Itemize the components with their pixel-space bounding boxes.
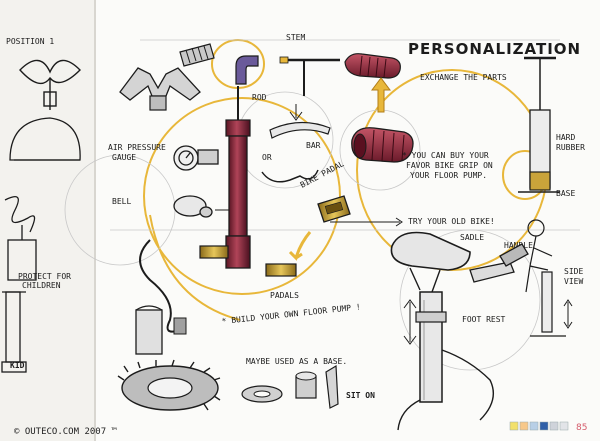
left-handle-sketch <box>19 59 81 110</box>
label-buy2: FAVOR BIKE GRIP ON <box>406 161 493 170</box>
swatch-3 <box>529 421 539 431</box>
label-build-pump: * BUILD YOUR OWN FLOOR PUMP ! <box>221 302 361 326</box>
saddle-part <box>390 231 471 293</box>
label-maybe-base: MAYBE USED AS A BASE. <box>246 357 347 366</box>
label-protect2: CHILDREN <box>22 281 61 290</box>
label-kid: KID <box>10 361 25 370</box>
floor-pump <box>215 119 251 269</box>
footer-copyright: © OUTECO.COM 2007 ™ <box>14 427 117 437</box>
bar-part-1 <box>269 121 331 139</box>
label-gauge: GAUGE <box>112 153 136 162</box>
rider-sketch <box>525 219 566 337</box>
label-position1: POSITION 1 <box>6 37 54 46</box>
arrow-down-icon <box>289 104 303 121</box>
label-foot-rest: FOOT REST <box>462 315 506 324</box>
swatch-6 <box>559 421 569 431</box>
swatch-1 <box>509 421 519 431</box>
arrow-vertical-icon <box>403 299 417 345</box>
left-pump-sketch <box>1 291 27 373</box>
arrow-vertical-small-icon <box>563 299 573 329</box>
left-spring-sketch <box>4 196 37 281</box>
label-protect1: PROTECT FOR <box>18 272 71 281</box>
color-swatches <box>509 421 569 431</box>
arrow-right-icon <box>395 217 403 227</box>
label-padals: PADALS <box>270 291 299 300</box>
highlight-circle-right <box>356 69 548 271</box>
cylinder-part <box>135 305 163 355</box>
grip-part-top <box>344 53 401 79</box>
swatch-5 <box>549 421 559 431</box>
bike-frame-post <box>397 291 494 431</box>
spool-part <box>295 371 317 399</box>
hose-nozzle <box>173 317 187 335</box>
stem-elbow-part <box>235 55 259 85</box>
bar-part-2 <box>261 169 319 183</box>
washer-hole <box>253 390 271 398</box>
label-bell: BELL <box>112 197 131 206</box>
grip-part-large <box>351 127 414 163</box>
pedal-gold-main <box>317 195 351 223</box>
highlight-circle-main <box>143 97 341 295</box>
label-saddle: SADLE <box>460 233 484 242</box>
left-page <box>0 0 95 441</box>
handlebar-part <box>469 243 529 283</box>
label-try-old-bike: TRY YOUR OLD BIKE! <box>408 217 495 226</box>
arrow-down-orange-icon <box>288 231 312 261</box>
label-side-view1: SIDE <box>564 267 583 276</box>
label-hard-rubber1: HARD <box>556 133 575 142</box>
page-title: PERSONALIZATION <box>408 40 581 58</box>
side-pump-part <box>518 56 560 193</box>
bolt-part <box>179 43 215 67</box>
gauge-part <box>173 145 219 171</box>
label-bar: BAR <box>306 141 321 150</box>
page-number: 85 <box>576 423 587 433</box>
hose-part <box>139 239 181 333</box>
label-side-view2: VIEW <box>564 277 583 286</box>
stem-t-part <box>279 56 340 96</box>
label-stem: STEM <box>286 33 305 42</box>
swatch-4 <box>539 421 549 431</box>
left-helmet-sketch <box>9 117 81 161</box>
wrench-part <box>325 364 339 409</box>
label-rod: ROD <box>252 93 267 102</box>
subtitle: EXCHANGE THE PARTS <box>420 73 507 82</box>
label-sit-on: SIT ON <box>346 391 375 400</box>
label-buy1: * YOU CAN BUY YOUR <box>402 151 489 160</box>
label-hard-rubber2: RUBBER <box>556 143 585 152</box>
pedal-gold-left <box>199 245 229 259</box>
highlight-arc-lower <box>149 214 241 321</box>
label-air-pressure: AIR PRESSURE <box>108 143 166 152</box>
gear-part <box>117 359 221 411</box>
swatch-2 <box>519 421 529 431</box>
construction-lines <box>64 39 580 371</box>
t-handle-part <box>119 67 201 111</box>
label-buy3: YOUR FLOOR PUMP. <box>410 171 487 180</box>
label-or: OR <box>262 153 272 162</box>
pedal-gold-right <box>265 263 297 277</box>
bell-part <box>173 195 213 218</box>
arrow-up-icon <box>371 77 391 113</box>
label-base: BASE <box>556 189 575 198</box>
